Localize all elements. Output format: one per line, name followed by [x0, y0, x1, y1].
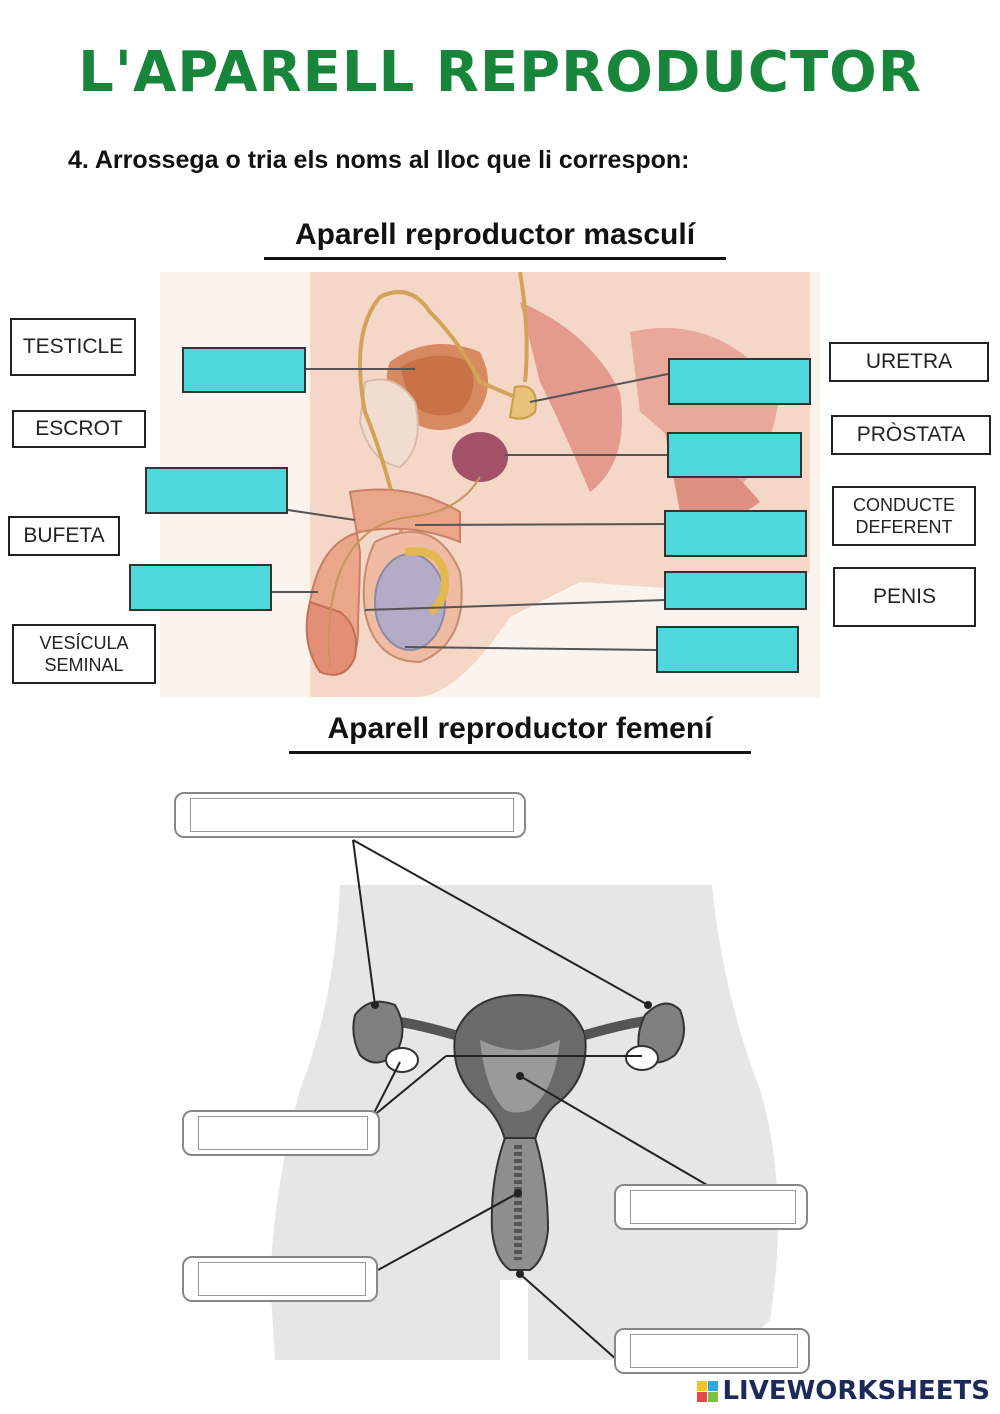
word-tile-uretra[interactable]: URETRA: [829, 342, 989, 382]
male-answer-slot-7[interactable]: [664, 571, 807, 610]
female-answer-input-5[interactable]: [630, 1334, 798, 1368]
liveworksheets-brand-text: LIVEWORKSHEETS: [722, 1376, 990, 1406]
female-answer-input-2[interactable]: [198, 1116, 368, 1150]
male-answer-slot-4[interactable]: [668, 358, 811, 405]
male-anatomy-illustration: [160, 272, 820, 697]
female-heading-text: Aparell reproductor femení: [327, 712, 713, 745]
male-heading-text: Aparell reproductor masculí: [294, 218, 696, 251]
word-tile-vesicula-seminal[interactable]: VESÍCULA SEMINAL: [12, 624, 156, 684]
word-tile-testicle[interactable]: TESTICLE: [10, 318, 136, 376]
word-tile-bufeta[interactable]: BUFETA: [8, 516, 120, 556]
word-tile-prostata[interactable]: PRÒSTATA: [831, 415, 991, 455]
female-answer-slot-5: [614, 1328, 810, 1374]
female-answer-slot-4: [182, 1256, 378, 1302]
female-anatomy-illustration: [270, 839, 778, 1360]
female-section-heading: Aparell reproductor femení: [289, 712, 751, 754]
female-answer-input-4[interactable]: [198, 1262, 366, 1296]
instruction-text: 4. Arrossega o tria els noms al lloc que…: [68, 146, 690, 174]
page-title: L'APARELL REPRODUCTOR: [78, 40, 922, 105]
liveworksheets-logo: LIVEWORKSHEETS: [697, 1376, 990, 1406]
female-answer-slot-1: [174, 792, 526, 838]
liveworksheets-logo-icon: [697, 1380, 719, 1402]
male-answer-slot-1[interactable]: [182, 347, 306, 393]
male-answer-slot-6[interactable]: [664, 510, 807, 557]
female-heading-underline: [289, 751, 751, 754]
male-answer-slot-2[interactable]: [145, 467, 288, 514]
word-tile-conducte-deferent[interactable]: CONDUCTE DEFERENT: [832, 486, 976, 546]
male-heading-underline: [264, 257, 726, 260]
word-tile-escrot[interactable]: ESCROT: [12, 410, 146, 448]
female-answer-slot-3: [614, 1184, 808, 1230]
male-section-heading: Aparell reproductor masculí: [264, 218, 726, 260]
male-answer-slot-3[interactable]: [129, 564, 272, 611]
female-answer-slot-2: [182, 1110, 380, 1156]
female-answer-input-3[interactable]: [630, 1190, 796, 1224]
female-answer-input-1[interactable]: [190, 798, 514, 832]
male-answer-slot-8[interactable]: [656, 626, 799, 673]
male-answer-slot-5[interactable]: [667, 432, 802, 478]
word-tile-penis[interactable]: PENIS: [833, 567, 976, 627]
